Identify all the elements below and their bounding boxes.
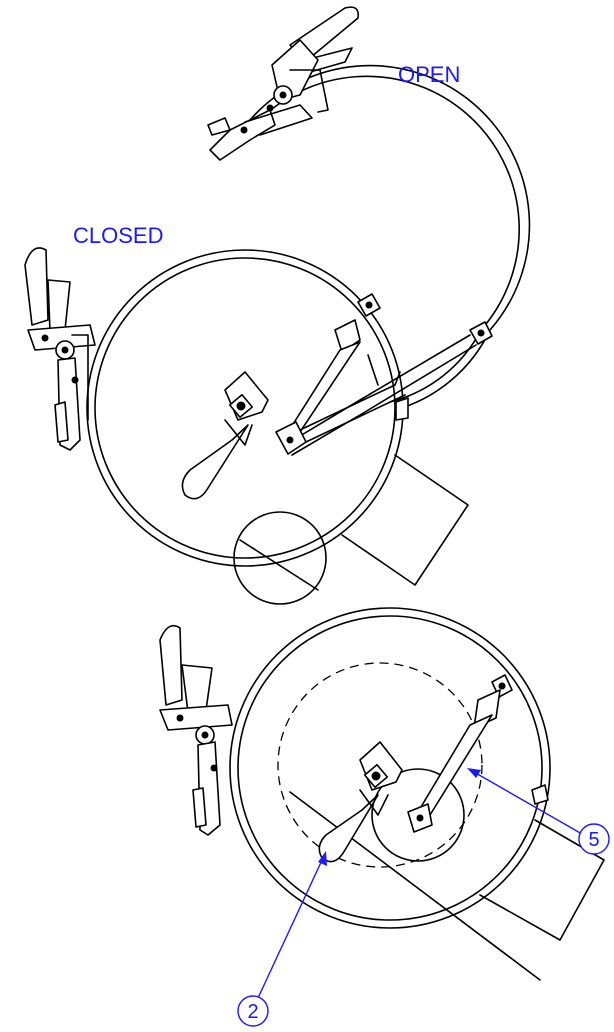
open-lid-ring [249, 64, 531, 411]
callout-5-number: 5 [588, 829, 599, 851]
open-label: OPEN [398, 62, 460, 87]
detail-hinge-bracket [531, 784, 549, 805]
detail-dashed-circle [277, 662, 483, 868]
open-view: OPEN [207, 6, 531, 456]
detail-gas-spring [407, 674, 513, 833]
closed-clamp-latch [24, 247, 96, 451]
closed-base-frame [341, 454, 469, 586]
closed-drain-ring [233, 511, 327, 605]
detail-drain-ring [371, 768, 465, 862]
closed-gas-spring [275, 293, 409, 455]
closed-view: CLOSED [24, 223, 469, 605]
detail-lid-outer [229, 607, 551, 929]
open-clamp-latch [207, 6, 360, 161]
callout-2: 2 [237, 851, 327, 1027]
detail-lid-inner [237, 615, 543, 921]
closed-label: CLOSED [73, 223, 163, 248]
closed-lid-handle [181, 371, 269, 500]
closed-lid-inner [94, 257, 396, 559]
open-support-arm [284, 321, 493, 456]
callout-5: 5 [467, 768, 610, 855]
detail-clamp-latch [159, 624, 233, 836]
detail-view [159, 607, 605, 981]
detail-lid-handle [318, 741, 403, 863]
detail-section-line [289, 791, 541, 981]
callout-2-number: 2 [247, 1001, 258, 1023]
detail-base-frame [479, 819, 605, 941]
